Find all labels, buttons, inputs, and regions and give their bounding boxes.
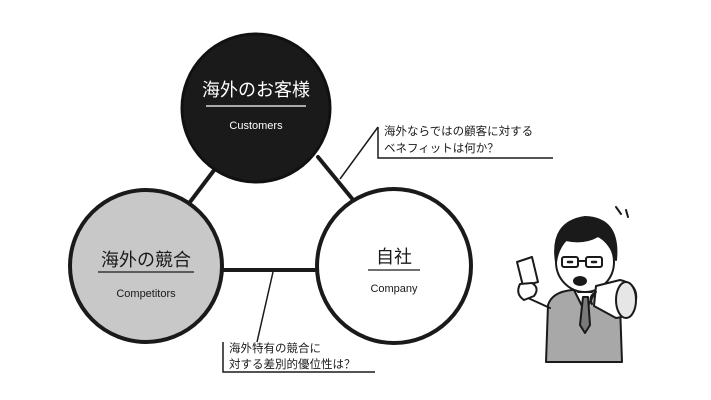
customers-subtitle: Customers	[229, 120, 283, 132]
callout-bracket-benefit	[377, 127, 553, 159]
connector-customers-company	[316, 155, 356, 203]
company-subtitle: Company	[370, 283, 418, 295]
customers-circle	[180, 32, 332, 184]
callout-leader-advantage	[256, 271, 274, 343]
callout-competitive-advantage: 海外特有の競合に 対する差別的優位性は？	[229, 341, 356, 371]
customers-title: 海外のお客様	[202, 80, 310, 101]
callout-benefit-line-2: ベネフィットは何か？	[384, 141, 499, 155]
node-customers: 海外のお客様 Customers	[180, 32, 332, 184]
businessman-with-megaphone-icon	[516, 206, 638, 363]
callout-advantage-line-1: 海外特有の競合に	[229, 341, 321, 355]
node-competitors: 海外の競合 Competitors	[68, 188, 224, 344]
competitors-circle	[68, 188, 224, 344]
connector-customers-competitors	[185, 163, 220, 208]
callout-leader-benefit	[339, 126, 379, 180]
callout-benefit-line-1: 海外ならではの顧客に対する	[384, 124, 533, 138]
company-title: 自社	[376, 247, 412, 268]
callout-customer-benefit: 海外ならではの顧客に対する ベネフィットは何か？	[384, 124, 533, 155]
callout-bracket-advantage	[222, 342, 375, 373]
competitors-subtitle: Competitors	[116, 288, 176, 300]
node-company: 自社 Company	[315, 187, 473, 345]
callout-advantage-line-2: 対する差別的優位性は？	[229, 357, 356, 371]
competitors-title: 海外の競合	[101, 250, 191, 271]
company-circle	[315, 187, 473, 345]
